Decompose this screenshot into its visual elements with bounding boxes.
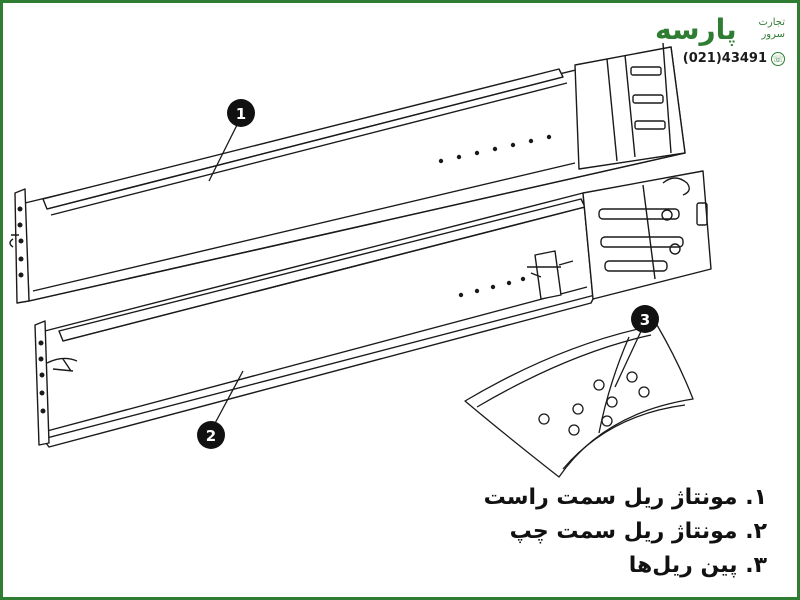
logo-tagline: تجارت سرور	[758, 17, 785, 40]
logo-brand-text: پارسه	[655, 13, 737, 46]
callout-2-label: 2	[206, 427, 216, 445]
rail-pin-group	[538, 371, 650, 436]
callout-3-label: 3	[640, 311, 650, 329]
phone-row: (021)43491 ☏	[683, 51, 785, 66]
callout-1: 1	[208, 99, 255, 182]
parts-legend: ۱. مونتاژ ریل سمت راست ۲. مونتاژ ریل سمت…	[387, 481, 767, 583]
phone-icon: ☏	[771, 51, 785, 66]
callout-2: 2	[197, 370, 244, 449]
rail-kit-diagram: 1 2 3	[9, 42, 712, 478]
left-rail-assembly	[34, 170, 712, 448]
callout-1-label: 1	[236, 105, 246, 123]
callout-3: 3	[614, 305, 659, 388]
legend-item-3: ۳. پین ریل‌ها	[628, 553, 767, 578]
legend-item-2: ۲. مونتاژ ریل سمت چپ	[509, 519, 767, 544]
brand-logo: تجارت سرور پارسه (021)43491 ☏	[655, 13, 785, 73]
phone-number: (021)43491	[682, 51, 767, 66]
legend-item-1: ۱. مونتاژ ریل سمت راست	[483, 485, 767, 510]
right-rail-assembly	[9, 42, 686, 304]
rail-pins-bag	[464, 324, 694, 478]
